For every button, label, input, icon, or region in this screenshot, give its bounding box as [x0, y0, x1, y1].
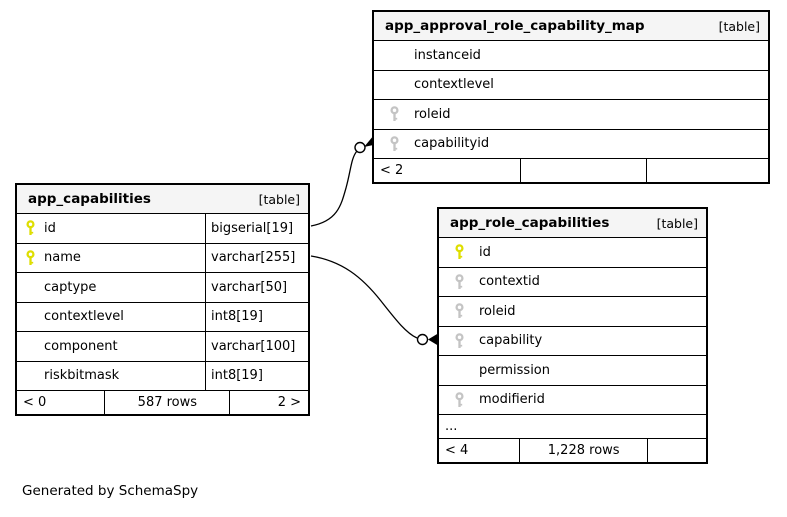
footer-children-count: 2 >	[229, 391, 308, 414]
table-type-tag: [table]	[656, 215, 698, 231]
column-name: instanceid	[414, 47, 481, 63]
table-footer: < 2	[374, 159, 768, 182]
table-title: app_approval_role_capability_map	[385, 18, 645, 34]
column-type: int8[19]	[205, 302, 308, 331]
generated-by-note: Generated by SchemaSpy	[22, 483, 199, 499]
column-name: roleid	[479, 303, 516, 319]
key-slot	[439, 274, 479, 290]
key-slot	[439, 244, 479, 260]
table-node-app-approval-role-capability-map[interactable]: app_approval_role_capability_map [table]…	[372, 10, 770, 184]
relationship-line-capabilityid	[310, 135, 378, 227]
primary-key-icon	[25, 250, 36, 266]
primary-key-icon	[454, 244, 465, 260]
column-row-modifierid: modifierid	[439, 386, 706, 415]
footer-parents-count: < 0	[23, 395, 47, 410]
table-header[interactable]: app_approval_role_capability_map [table]	[374, 12, 768, 41]
foreign-key-icon	[454, 392, 465, 408]
foreign-key-icon	[389, 136, 400, 152]
footer-rows-count	[519, 159, 646, 182]
table-node-app-role-capabilities[interactable]: app_role_capabilities [table] id	[437, 207, 708, 464]
column-row-riskbitmask: riskbitmask int8[19]	[17, 361, 308, 391]
column-row-name: name varchar[255]	[17, 243, 308, 273]
table-header[interactable]: app_capabilities [table]	[17, 185, 308, 214]
foreign-key-icon	[454, 274, 465, 290]
table-title: app_role_capabilities	[450, 215, 610, 231]
footer-parents-count: < 4	[445, 443, 469, 458]
column-row-permission: permission	[439, 356, 706, 386]
column-type: varchar[50]	[205, 273, 308, 302]
column-row-contextlevel: contextlevel	[374, 71, 768, 100]
column-name: riskbitmask	[44, 368, 120, 384]
column-name: id	[479, 244, 491, 260]
column-name: capabilityid	[414, 136, 490, 152]
relationship-line-capability	[310, 255, 438, 346]
table-type-tag: [table]	[258, 191, 300, 207]
key-slot	[374, 106, 414, 122]
column-name: component	[44, 338, 118, 354]
column-row-instanceid: instanceid	[374, 41, 768, 71]
column-row-capabilityid: capabilityid	[374, 130, 768, 159]
column-row-id: id	[439, 238, 706, 268]
footer-rows-count: 1,228 rows	[519, 439, 647, 462]
table-node-app-capabilities[interactable]: app_capabilities [table] id bigserial[19…	[15, 183, 310, 416]
column-row-capability: capability	[439, 327, 706, 356]
table-footer: < 0 587 rows 2 >	[17, 391, 308, 414]
foreign-key-icon	[389, 106, 400, 122]
column-name: contextid	[479, 274, 540, 290]
table-type-tag: [table]	[718, 18, 760, 34]
column-name: contextlevel	[44, 309, 124, 325]
table-footer: < 4 1,228 rows	[439, 439, 706, 462]
column-row-roleid: roleid	[439, 297, 706, 327]
hidden-columns-ellipsis: ...	[439, 415, 706, 439]
column-name: captype	[44, 279, 97, 295]
footer-children-count	[647, 439, 706, 462]
column-name: name	[44, 250, 81, 266]
column-row-contextlevel: contextlevel int8[19]	[17, 302, 308, 332]
key-slot	[439, 392, 479, 408]
key-slot	[17, 250, 44, 266]
key-slot	[439, 303, 479, 319]
footer-children-count	[645, 159, 768, 182]
column-type: varchar[100]	[205, 332, 308, 361]
column-name: roleid	[414, 106, 451, 122]
footer-rows-count: 587 rows	[104, 391, 229, 414]
column-type: int8[19]	[205, 361, 308, 390]
key-slot	[17, 220, 44, 236]
key-slot	[374, 136, 414, 152]
footer-parents-count: < 2	[380, 163, 404, 178]
table-header[interactable]: app_role_capabilities [table]	[439, 209, 706, 238]
column-row-contextid: contextid	[439, 268, 706, 297]
column-name: permission	[479, 362, 550, 378]
column-row-captype: captype varchar[50]	[17, 273, 308, 303]
foreign-key-icon	[454, 303, 465, 319]
column-type: varchar[255]	[205, 243, 308, 272]
column-row-id: id bigserial[19]	[17, 214, 308, 244]
key-slot	[439, 333, 479, 349]
table-title: app_capabilities	[28, 191, 151, 207]
column-row-roleid: roleid	[374, 100, 768, 130]
column-type: bigserial[19]	[205, 214, 308, 243]
column-row-component: component varchar[100]	[17, 332, 308, 362]
column-name: capability	[479, 333, 543, 349]
column-name: contextlevel	[414, 77, 494, 93]
foreign-key-icon	[454, 333, 465, 349]
column-name: modifierid	[479, 392, 545, 408]
column-name: id	[44, 220, 56, 236]
primary-key-icon	[25, 220, 36, 236]
